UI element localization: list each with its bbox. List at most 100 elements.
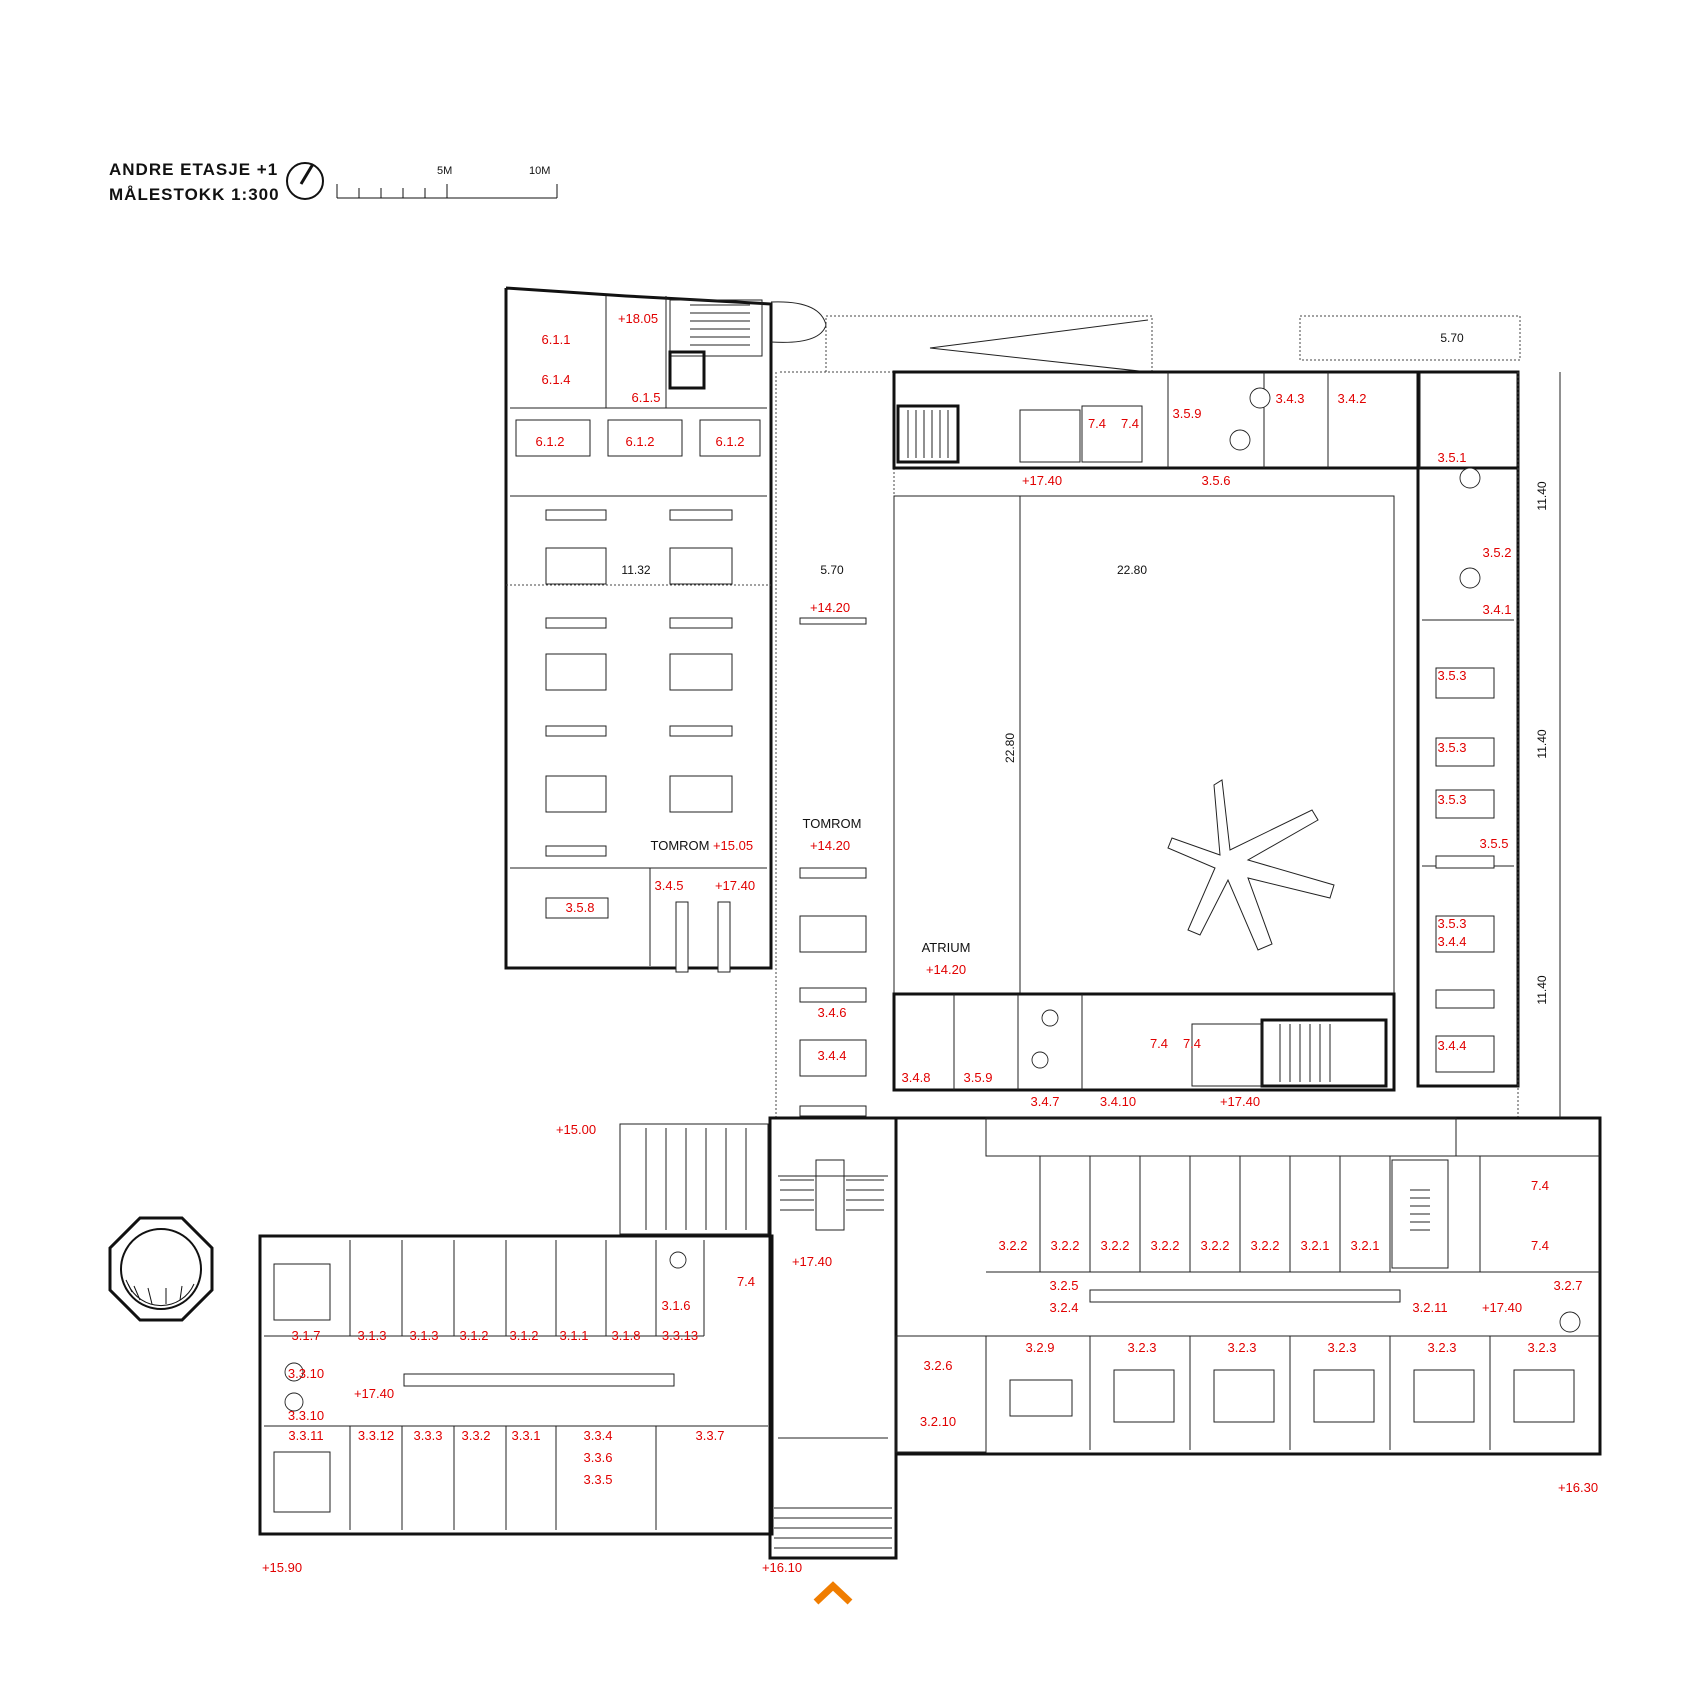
elevation-1805: +18.05 (618, 311, 658, 326)
room-3211: 3.2.11 (1412, 1300, 1447, 1315)
room-322-d: 3.2.2 (1151, 1238, 1180, 1253)
dim-1140-upper: 11.40 (1535, 481, 1549, 510)
label-tomrom-east: TOMROM (803, 816, 862, 831)
room-313-a: 3.1.3 (358, 1328, 387, 1343)
room-348: 3.4.8 (902, 1070, 931, 1085)
room-344-a: 3.4.4 (1438, 934, 1467, 949)
room-74-b: 7.4 (1121, 416, 1139, 431)
elevation-1505: +15.05 (713, 838, 753, 853)
room-335: 3.3.5 (584, 1472, 613, 1487)
dimensions: 5.70 11.32 5.70 22.80 22.80 11.40 11.40 … (621, 331, 1561, 1118)
room-333: 3.3.3 (414, 1428, 443, 1443)
entrance-arrow-icon (813, 1581, 853, 1605)
room-322-c: 3.2.2 (1101, 1238, 1130, 1253)
scale-bar: 5M 10M (336, 165, 558, 199)
room-312-b: 3.1.2 (510, 1328, 539, 1343)
room-325: 3.2.5 (1050, 1278, 1079, 1293)
spiral-stair-icon (108, 1216, 214, 1322)
wing-northwest (504, 286, 773, 970)
room-316: 3.1.6 (662, 1298, 691, 1313)
canopy-north (825, 315, 1521, 373)
atrium-star-sculpture (1167, 779, 1335, 951)
room-334: 3.3.4 (584, 1428, 613, 1443)
room-324: 3.2.4 (1050, 1300, 1079, 1315)
room-351: 3.5.1 (1438, 450, 1467, 465)
room-323-b: 3.2.3 (1228, 1340, 1257, 1355)
room-337: 3.3.7 (696, 1428, 725, 1443)
wing-southwest (258, 1234, 774, 1536)
room-74-e: 7.4 (737, 1274, 755, 1289)
room-323-a: 3.2.3 (1128, 1340, 1157, 1355)
room-352: 3.5.2 (1483, 545, 1512, 560)
room-344-b: 3.4.4 (1438, 1038, 1467, 1053)
room-74-f: 7.4 (1531, 1178, 1549, 1193)
room-614: 6.1.4 (542, 372, 571, 387)
space-labels: TOMROM TOMROM ATRIUM (651, 816, 971, 955)
elevation-1420-tomrom: +14.20 (810, 838, 850, 853)
room-353-d: 3.5.3 (1438, 916, 1467, 931)
room-311: 3.1.1 (560, 1328, 589, 1343)
room-3210: 3.2.10 (920, 1414, 956, 1429)
room-358: 3.5.8 (566, 900, 595, 915)
room-353-c: 3.5.3 (1438, 792, 1467, 807)
room-612-b: 6.1.2 (626, 434, 655, 449)
room-329: 3.2.9 (1026, 1340, 1055, 1355)
room-318: 3.1.8 (612, 1328, 641, 1343)
room-356: 3.5.6 (1202, 473, 1231, 488)
room-359-a: 3.5.9 (1173, 406, 1202, 421)
room-3311: 3.3.11 (288, 1428, 323, 1443)
dim-570-north: 5.70 (1440, 331, 1464, 345)
elevation-1740-north: +17.40 (1022, 473, 1062, 488)
room-3410: 3.4.10 (1100, 1094, 1136, 1109)
room-611: 6.1.1 (542, 332, 571, 347)
elevation-1610: +16.10 (762, 1560, 802, 1575)
elevation-1420-atrium: +14.20 (926, 962, 966, 977)
room-332: 3.3.2 (462, 1428, 491, 1443)
room-353-b: 3.5.3 (1438, 740, 1467, 755)
dim-1132: 11.32 (621, 563, 650, 577)
room-317: 3.1.7 (292, 1328, 321, 1343)
entrance-tower (768, 1116, 898, 1560)
room-345: 3.4.5 (655, 878, 684, 893)
room-3310-b: 3.3.10 (288, 1408, 324, 1423)
room-313-b: 3.1.3 (410, 1328, 439, 1343)
dim-2280-horizontal: 22.80 (1117, 563, 1147, 577)
room-342: 3.4.2 (1338, 391, 1367, 406)
label-tomrom-west: TOMROM (651, 838, 710, 853)
stair-north (896, 404, 960, 464)
room-331: 3.3.1 (512, 1428, 541, 1443)
room-353-a: 3.5.3 (1438, 668, 1467, 683)
plan-scale: MÅLESTOKK 1:300 (109, 185, 280, 204)
elevation-1500: +15.00 (556, 1122, 596, 1137)
elevation-1740-southwest: +17.40 (354, 1386, 394, 1401)
stair-south-atrium (1260, 1018, 1388, 1088)
room-344-c: 3.4.4 (818, 1048, 847, 1063)
room-322-e: 3.2.2 (1201, 1238, 1230, 1253)
room-355: 3.5.5 (1480, 836, 1509, 851)
elevation-1630: +16.30 (1558, 1480, 1598, 1495)
room-321-b: 3.2.1 (1351, 1238, 1380, 1253)
elevation-1740-tower: +17.40 (792, 1254, 832, 1269)
elevation-1740-south: +17.40 (1220, 1094, 1260, 1109)
dim-570-corridor: 5.70 (820, 563, 844, 577)
room-347: 3.4.7 (1031, 1094, 1060, 1109)
room-612-c: 6.1.2 (716, 434, 745, 449)
stair-central (780, 1159, 884, 1231)
room-336: 3.3.6 (584, 1450, 613, 1465)
elevation-1740-southeast: +17.40 (1482, 1300, 1522, 1315)
room-3310-a: 3.3.10 (288, 1366, 324, 1381)
room-323-e: 3.2.3 (1528, 1340, 1557, 1355)
room-612-a: 6.1.2 (536, 434, 565, 449)
stair-southeast (1391, 1159, 1449, 1269)
stair-west-outdoor (619, 1123, 769, 1235)
elevation-1590: +15.90 (262, 1560, 302, 1575)
room-327: 3.2.7 (1554, 1278, 1583, 1293)
room-74-g: 7.4 (1531, 1238, 1549, 1253)
room-74-c: 7.4 (1150, 1036, 1168, 1051)
room-343: 3.4.3 (1276, 391, 1305, 406)
room-74-d: 7.4 (1183, 1036, 1201, 1051)
north-arrow-icon (286, 162, 324, 200)
elevation-1420-corridor: +14.20 (810, 600, 850, 615)
dim-2280-vertical: 22.80 (1003, 733, 1017, 763)
